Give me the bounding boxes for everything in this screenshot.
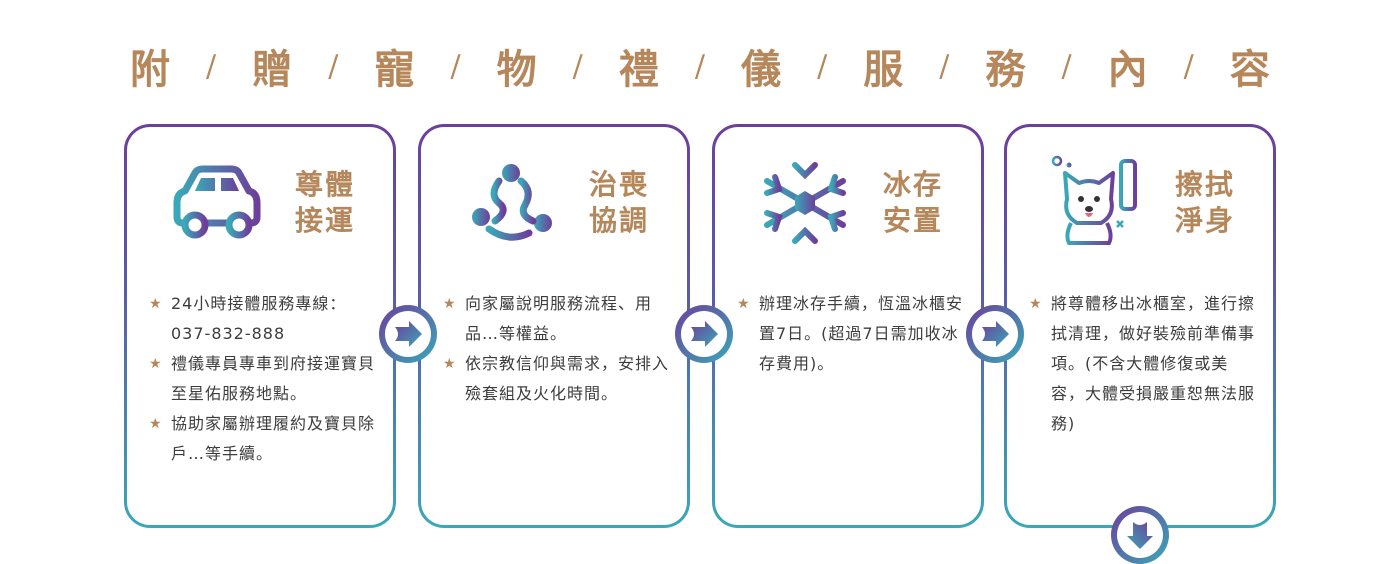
title-separator: / bbox=[450, 48, 461, 84]
list-item: ★ 向家屬說明服務流程、用品…等權益。 bbox=[443, 289, 673, 349]
arrow-right-icon bbox=[691, 321, 718, 347]
service-list: ★ 向家屬說明服務流程、用品…等權益。 ★ 依宗教信仰與需求，安排入殮套組及火化時間… bbox=[443, 289, 673, 409]
title-char: 務 bbox=[985, 46, 1026, 93]
title-separator: / bbox=[1183, 48, 1194, 84]
list-item: ★ 禮儀專員專車到府接運寶貝至星佑服務地點。 bbox=[149, 349, 379, 409]
title-char: 儀 bbox=[741, 46, 782, 93]
card-heading: 冰存 安置 bbox=[883, 167, 963, 239]
page-title: 附 / 贈 / 寵 / 物 / 禮 / 儀 / 服 / 務 / 內 / 容 bbox=[130, 36, 1270, 96]
title-char: 內 bbox=[1107, 46, 1148, 93]
item-text: 將尊體移出冰櫃室，進行擦拭清理，做好裝殮前準備事項。(不含大體修復或美容，大體受… bbox=[1051, 294, 1256, 433]
star-icon: ★ bbox=[737, 296, 751, 312]
title-char: 服 bbox=[863, 46, 904, 93]
title-separator: / bbox=[206, 48, 217, 84]
title-char: 物 bbox=[496, 46, 537, 93]
service-list: ★ 將尊體移出冰櫃室，進行擦拭清理，做好裝殮前準備事項。(不含大體修復或美容，大體… bbox=[1029, 289, 1259, 439]
title-separator: / bbox=[939, 48, 950, 84]
card-heading: 擦拭 淨身 bbox=[1175, 167, 1255, 239]
service-card-cold-storage: 冰存 安置 ★ 辦理冰存手續，恆溫冰櫃安置7日。(超過7日需加收冰存費用)。 bbox=[712, 124, 984, 528]
star-icon: ★ bbox=[443, 356, 457, 372]
heading-line: 冰存 bbox=[883, 168, 944, 201]
car-icon bbox=[173, 165, 261, 239]
star-icon: ★ bbox=[149, 416, 163, 432]
arrow-down-icon bbox=[1127, 522, 1153, 549]
snowflake-icon bbox=[764, 156, 846, 250]
card-heading: 尊體 接運 bbox=[295, 167, 375, 239]
list-item: ★ 辦理冰存手續，恆溫冰櫃安置7日。(超過7日需加收冰存費用)。 bbox=[737, 289, 967, 379]
title-separator: / bbox=[1061, 48, 1072, 84]
heading-line: 治喪 bbox=[589, 168, 650, 201]
connector-arrow-down bbox=[1111, 506, 1169, 564]
title-separator: / bbox=[817, 48, 828, 84]
people-circle-icon bbox=[472, 164, 552, 241]
connector-arrow bbox=[675, 305, 733, 363]
service-card-coordination: 治喪 協調 ★ 向家屬說明服務流程、用品…等權益。 ★ 依宗教信仰與需求，安排入殮套… bbox=[418, 124, 690, 528]
list-item: ★ 24小時接體服務專線：037-832-888 bbox=[149, 289, 379, 349]
heading-line: 協調 bbox=[589, 204, 650, 237]
heading-line: 尊體 bbox=[295, 168, 356, 201]
title-char: 容 bbox=[1229, 46, 1270, 93]
item-text: 24小時接體服務專線：037-832-888 bbox=[171, 294, 347, 343]
item-text: 辦理冰存手續，恆溫冰櫃安置7日。(超過7日需加收冰存費用)。 bbox=[759, 294, 964, 373]
item-text: 協助家屬辦理履約及寶貝除戶…等手續。 bbox=[171, 414, 376, 463]
heading-line: 擦拭 bbox=[1175, 168, 1236, 201]
heading-line: 淨身 bbox=[1175, 204, 1236, 237]
star-icon: ★ bbox=[443, 296, 457, 312]
item-text: 禮儀專員專車到府接運寶貝至星佑服務地點。 bbox=[171, 354, 376, 403]
star-icon: ★ bbox=[149, 356, 163, 372]
title-char: 贈 bbox=[252, 46, 293, 93]
service-list: ★ 辦理冰存手續，恆溫冰櫃安置7日。(超過7日需加收冰存費用)。 bbox=[737, 289, 967, 379]
star-icon: ★ bbox=[149, 296, 163, 312]
title-separator: / bbox=[572, 48, 583, 84]
list-item: ★ 將尊體移出冰櫃室，進行擦拭清理，做好裝殮前準備事項。(不含大體修復或美容，大體… bbox=[1029, 289, 1259, 439]
arrow-right-icon bbox=[982, 321, 1009, 347]
service-card-cleansing: 擦拭 淨身 ★ 將尊體移出冰櫃室，進行擦拭清理，做好裝殮前準備事項。(不含大體修復… bbox=[1004, 124, 1276, 528]
item-text: 向家屬說明服務流程、用品…等權益。 bbox=[465, 294, 653, 343]
heading-line: 接運 bbox=[295, 204, 356, 237]
title-char: 禮 bbox=[618, 46, 659, 93]
service-list: ★ 24小時接體服務專線：037-832-888 ★ 禮儀專員專車到府接運寶貝至星佑… bbox=[149, 289, 379, 469]
title-char: 附 bbox=[130, 46, 170, 93]
card-heading: 治喪 協調 bbox=[589, 167, 669, 239]
list-item: ★ 協助家屬辦理履約及寶貝除戶…等手續。 bbox=[149, 409, 379, 469]
star-icon: ★ bbox=[1029, 296, 1043, 312]
list-item: ★ 依宗教信仰與需求，安排入殮套組及火化時間。 bbox=[443, 349, 673, 409]
service-card-transport: 尊體 接運 ★ 24小時接體服務專線：037-832-888 ★ 禮儀專員專車到府接… bbox=[124, 124, 396, 528]
connector-arrow bbox=[379, 305, 437, 363]
title-separator: / bbox=[694, 48, 705, 84]
title-separator: / bbox=[328, 48, 339, 84]
heading-line: 安置 bbox=[883, 204, 944, 237]
dog-grooming-icon bbox=[1051, 155, 1137, 247]
connector-arrow bbox=[966, 305, 1024, 363]
title-char: 寵 bbox=[374, 46, 415, 93]
item-text: 依宗教信仰與需求，安排入殮套組及火化時間。 bbox=[465, 354, 670, 403]
arrow-right-icon bbox=[395, 321, 422, 347]
